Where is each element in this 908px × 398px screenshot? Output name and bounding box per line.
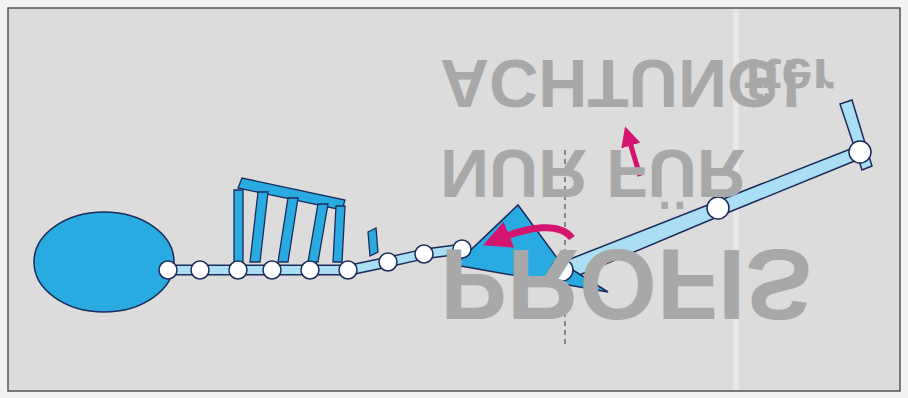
- panel-ground: [8, 8, 900, 391]
- head: [34, 212, 174, 312]
- watermark-text: fter: [744, 50, 834, 106]
- joint: [379, 253, 397, 271]
- ribcage: [234, 178, 378, 262]
- joint: [415, 245, 433, 263]
- joint: [849, 141, 871, 163]
- joint: [339, 261, 357, 279]
- joint: [159, 261, 177, 279]
- joint: [229, 261, 247, 279]
- joint: [191, 261, 209, 279]
- watermark-text: NUR FÜR: [440, 140, 746, 208]
- joint: [263, 261, 281, 279]
- joint: [301, 261, 319, 279]
- watermark-text: PROFIS: [440, 235, 812, 335]
